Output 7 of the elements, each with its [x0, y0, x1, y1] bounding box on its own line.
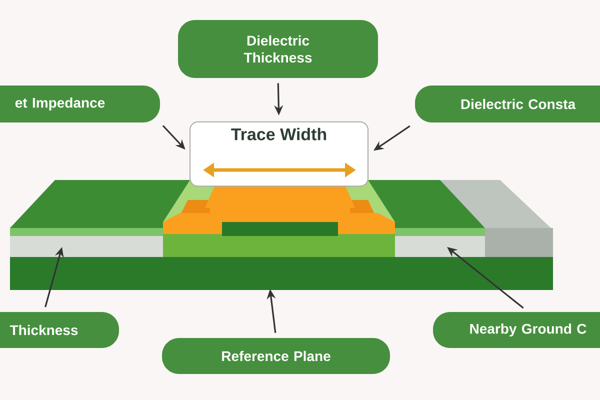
- label-pill: Dielectric Consta: [415, 86, 600, 122]
- label-pill: Thickness: [0, 312, 119, 348]
- label-pill: Nearby Ground C: [433, 312, 600, 348]
- label-pill: et Impedance: [0, 86, 160, 122]
- label-pill: Dielectric Thickness: [178, 20, 378, 78]
- label-pill: Reference Plane: [162, 338, 390, 374]
- label-box: Trace Width: [190, 121, 368, 187]
